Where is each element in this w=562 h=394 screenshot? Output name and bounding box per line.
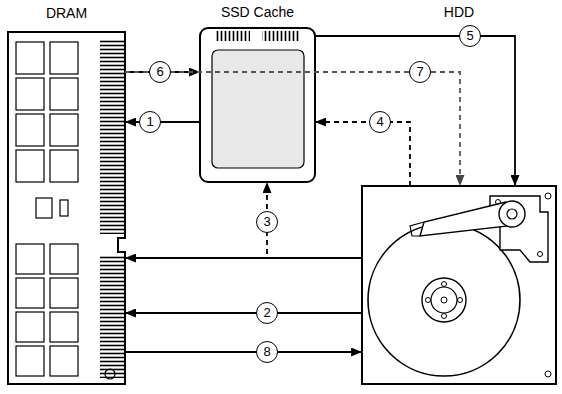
- data-flow-arrow: [315, 122, 410, 186]
- data-flow-arrow: [125, 312, 362, 314]
- callout-number: 4: [369, 111, 391, 133]
- data-flow-arrow: [125, 121, 200, 123]
- callout-number: 8: [256, 341, 278, 363]
- component-heading: SSD Cache: [180, 3, 335, 21]
- ssd-card: [200, 28, 315, 182]
- component-heading: DRAM: [0, 4, 145, 22]
- callout-number: 5: [459, 25, 481, 47]
- data-flow-arrow: [315, 36, 515, 186]
- callout-number: 3: [256, 211, 278, 233]
- callout-number: 2: [256, 302, 278, 324]
- data-flow-arrow: [125, 257, 362, 259]
- ssd-cache-node: SSD Cache: [200, 28, 315, 182]
- hdd-node: HDD: [362, 186, 556, 384]
- dram-module-node: DRAM: [8, 32, 125, 384]
- callout-number: 7: [409, 61, 431, 83]
- data-flow-arrow: [125, 72, 460, 186]
- data-flow-arrow: [267, 182, 362, 258]
- component-heading: HDD: [342, 3, 562, 21]
- data-flow-arrow: [125, 351, 362, 353]
- callout-number: 6: [149, 61, 171, 83]
- dram-module: [8, 32, 125, 384]
- callout-number: 1: [139, 111, 161, 133]
- hard-disk-drive: [362, 186, 556, 384]
